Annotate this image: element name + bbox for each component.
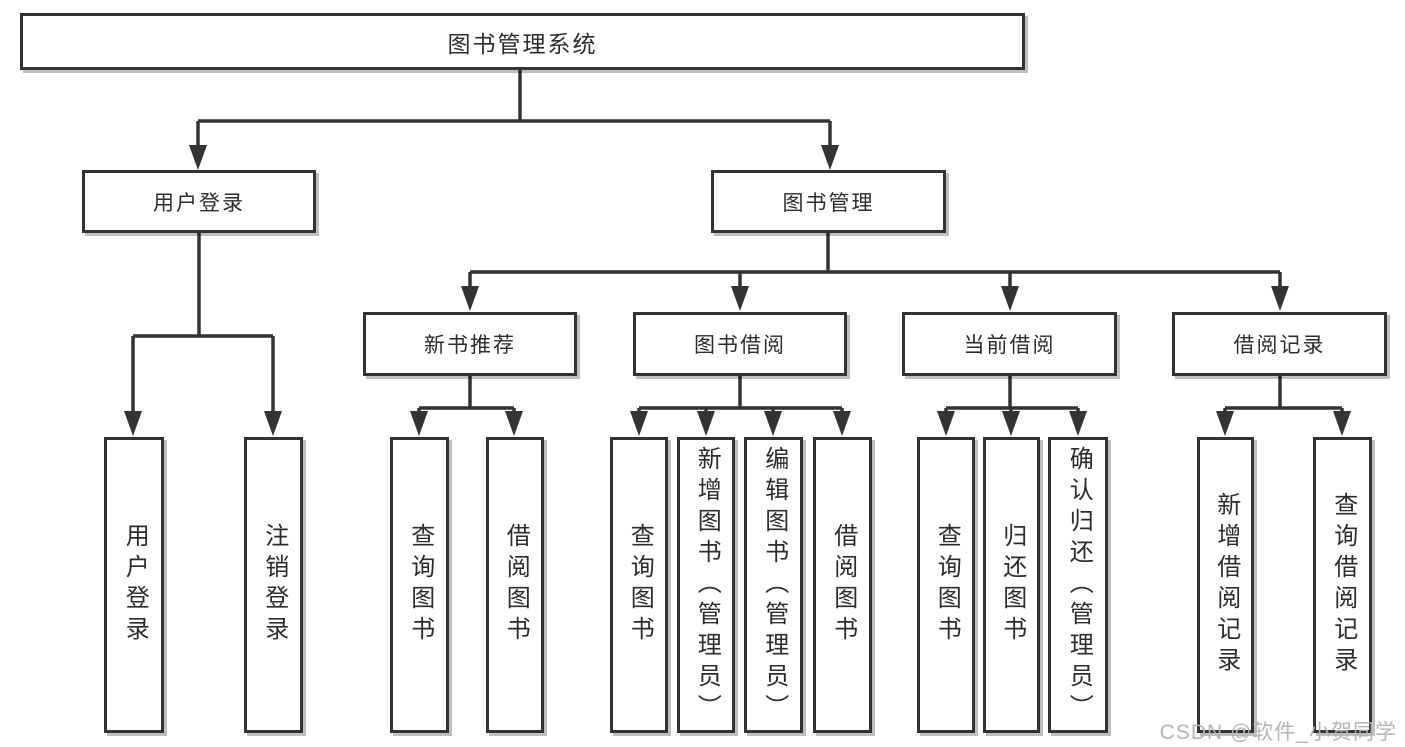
- leaf-confirm-return-admin-label: 确认归还（管理员）: [1065, 445, 1093, 725]
- leaf-query-borrow-record-label: 查询借阅记录: [1329, 492, 1357, 678]
- node-current-borrow-label: 当前借阅: [963, 334, 1056, 357]
- node-book-management-label: 图书管理: [782, 191, 875, 215]
- leaf-user-login-label: 用户登录: [121, 523, 149, 647]
- leaf-edit-books-admin-label: 编辑图书（管理员）: [760, 445, 788, 725]
- node-book-borrow-label: 图书借阅: [694, 334, 786, 357]
- connector-user-login: [131, 233, 275, 414]
- node-new-book-recommend: 新书推荐: [363, 312, 577, 376]
- connector-new-book: [417, 376, 516, 414]
- leaf-logout: 注销登录: [244, 437, 303, 733]
- leaf-edit-books-admin: 编辑图书（管理员）: [744, 437, 803, 733]
- leaf-add-books-admin: 新增图书（管理员）: [677, 437, 735, 733]
- leaf-query-books-1-label: 查询图书: [406, 523, 434, 647]
- node-new-book-recommend-label: 新书推荐: [424, 334, 516, 357]
- leaf-query-books-3-label: 查询图书: [933, 523, 961, 647]
- node-user-login: 用户登录: [82, 170, 316, 233]
- node-borrow-record: 借阅记录: [1172, 312, 1387, 376]
- leaf-query-books-1: 查询图书: [390, 437, 449, 733]
- leaf-return-books: 归还图书: [983, 437, 1040, 733]
- connector-book-mgmt: [468, 233, 1282, 289]
- connector-root-to-branches: [196, 70, 832, 146]
- leaf-query-books-2-label: 查询图书: [626, 523, 654, 647]
- leaf-query-books-2: 查询图书: [610, 437, 668, 733]
- node-user-login-label: 用户登录: [153, 191, 245, 215]
- leaf-borrow-books-1: 借阅图书: [486, 437, 544, 733]
- leaf-borrow-books-2: 借阅图书: [813, 437, 872, 733]
- leaf-borrow-books-1-label: 借阅图书: [502, 523, 530, 647]
- leaf-add-borrow-record-label: 新增借阅记录: [1212, 492, 1240, 678]
- arrowheads: [124, 145, 1351, 436]
- node-system-root: 图书管理系统: [20, 13, 1025, 70]
- connector-borrow: [637, 376, 844, 414]
- leaf-add-books-admin-label: 新增图书（管理员）: [693, 445, 721, 725]
- node-book-management: 图书管理: [711, 170, 946, 233]
- leaf-query-books-3: 查询图书: [917, 437, 975, 733]
- node-current-borrow: 当前借阅: [902, 312, 1117, 376]
- leaf-confirm-return-admin: 确认归还（管理员）: [1048, 437, 1108, 733]
- connector-record: [1223, 376, 1344, 414]
- connector-current: [944, 376, 1080, 414]
- leaf-logout-label: 注销登录: [260, 523, 288, 647]
- csdn-watermark: CSDN @软件_小贺同学: [1159, 721, 1397, 744]
- leaf-add-borrow-record: 新增借阅记录: [1197, 437, 1254, 733]
- leaf-query-borrow-record: 查询借阅记录: [1313, 437, 1372, 733]
- node-system-root-label: 图书管理系统: [447, 30, 598, 57]
- leaf-user-login: 用户登录: [104, 437, 164, 733]
- leaf-return-books-label: 归还图书: [998, 523, 1026, 647]
- leaf-borrow-books-2-label: 借阅图书: [829, 523, 857, 647]
- node-borrow-record-label: 借阅记录: [1233, 334, 1326, 357]
- node-book-borrow: 图书借阅: [633, 312, 847, 376]
